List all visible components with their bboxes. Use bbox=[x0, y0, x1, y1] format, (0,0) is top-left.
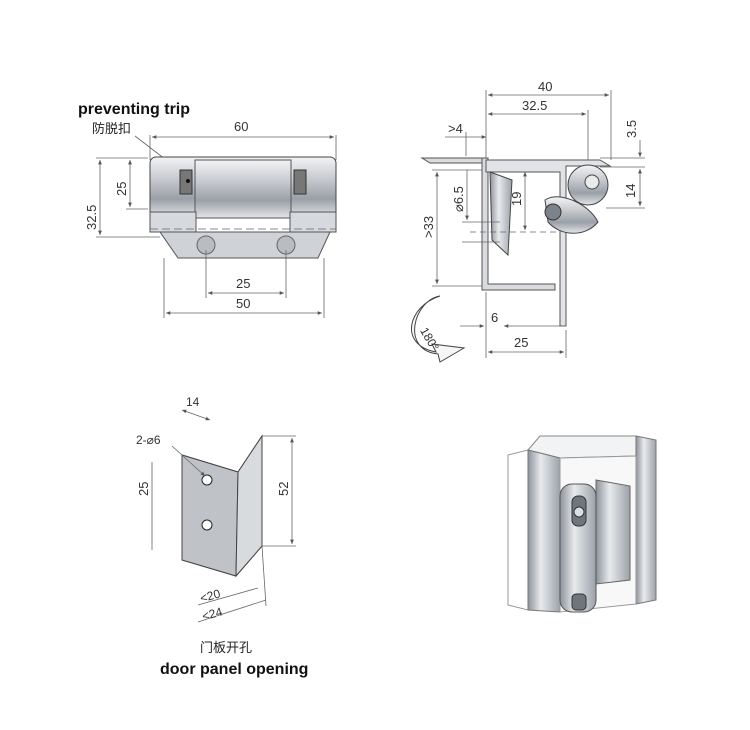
hinge-center-knuckle bbox=[194, 159, 292, 219]
dim-line-lt20 bbox=[197, 587, 259, 606]
panel-face bbox=[181, 454, 239, 577]
right-leaf bbox=[289, 211, 337, 233]
panel-side bbox=[235, 434, 263, 578]
hinge-leaf bbox=[489, 171, 513, 257]
barrel-slot-bottom bbox=[571, 593, 587, 611]
pin-3d bbox=[573, 506, 585, 518]
panel-hole-top bbox=[201, 474, 213, 486]
door-panel bbox=[481, 157, 556, 291]
preventing-trip-cn-label: 防脱扣 bbox=[92, 121, 131, 137]
dim-14: 14 bbox=[623, 184, 638, 198]
side-view: 40 32.5 >4 3.5 14 ⌀6.5 bbox=[410, 79, 645, 363]
dim-50: 50 bbox=[236, 296, 250, 311]
rotation-arrow-icon bbox=[410, 295, 466, 363]
dim-25-depth: 25 bbox=[514, 335, 528, 350]
door-opening-label: door panel opening bbox=[160, 661, 308, 678]
front-view: preventing trip 防脱扣 60 25 32.5 bbox=[78, 101, 337, 318]
door-opening-view: 14 2-⌀6 25 52 <20 <24 门板开孔 door panel op… bbox=[136, 395, 308, 678]
left-leaf bbox=[149, 211, 197, 233]
dim-gt4: >4 bbox=[448, 121, 463, 136]
dim-lt24: <24 bbox=[201, 604, 225, 623]
screw-head bbox=[544, 203, 562, 221]
dim-52: 52 bbox=[276, 482, 291, 496]
dim-19: 19 bbox=[509, 192, 524, 206]
frame-left bbox=[527, 449, 561, 613]
panel-hole-bottom bbox=[201, 519, 213, 531]
door-leaf-3d bbox=[595, 479, 631, 585]
pin-head bbox=[584, 174, 600, 190]
dim-lt20: <20 bbox=[199, 586, 223, 605]
dim-25-horizontal: 25 bbox=[236, 276, 250, 291]
mount-plate bbox=[159, 231, 331, 259]
dim-25-panel: 25 bbox=[136, 482, 151, 496]
dim-gt33: >33 bbox=[421, 216, 436, 238]
dim-60: 60 bbox=[234, 119, 248, 134]
trip-dot bbox=[186, 179, 190, 183]
dim-6: 6 bbox=[491, 310, 498, 325]
ext-line bbox=[261, 545, 267, 607]
dim-3-5: 3.5 bbox=[624, 120, 639, 138]
dim-line-lt24 bbox=[197, 599, 267, 623]
dim-line-14-panel bbox=[181, 409, 211, 421]
preventing-trip-label: preventing trip bbox=[78, 101, 190, 118]
dim-32-5: 32.5 bbox=[84, 205, 99, 230]
door-flange bbox=[420, 157, 487, 164]
frame-right bbox=[635, 435, 657, 605]
door-opening-cn-label: 门板开孔 bbox=[200, 641, 252, 656]
hinge-3d-view bbox=[507, 435, 657, 613]
trip-slot-right bbox=[293, 169, 307, 195]
glass-panel bbox=[507, 449, 529, 611]
dim-2-dia6: 2-⌀6 bbox=[136, 433, 161, 447]
hinge-barrel-3d bbox=[559, 483, 597, 613]
trip-slot-left bbox=[179, 169, 193, 195]
dim-40: 40 bbox=[538, 79, 552, 94]
dim-25-vertical: 25 bbox=[114, 182, 129, 196]
leader-holes bbox=[171, 445, 206, 477]
dim-14-panel: 14 bbox=[186, 395, 200, 409]
dim-32-5-side: 32.5 bbox=[522, 98, 547, 113]
dim-dia-6-5: ⌀6.5 bbox=[451, 186, 466, 212]
